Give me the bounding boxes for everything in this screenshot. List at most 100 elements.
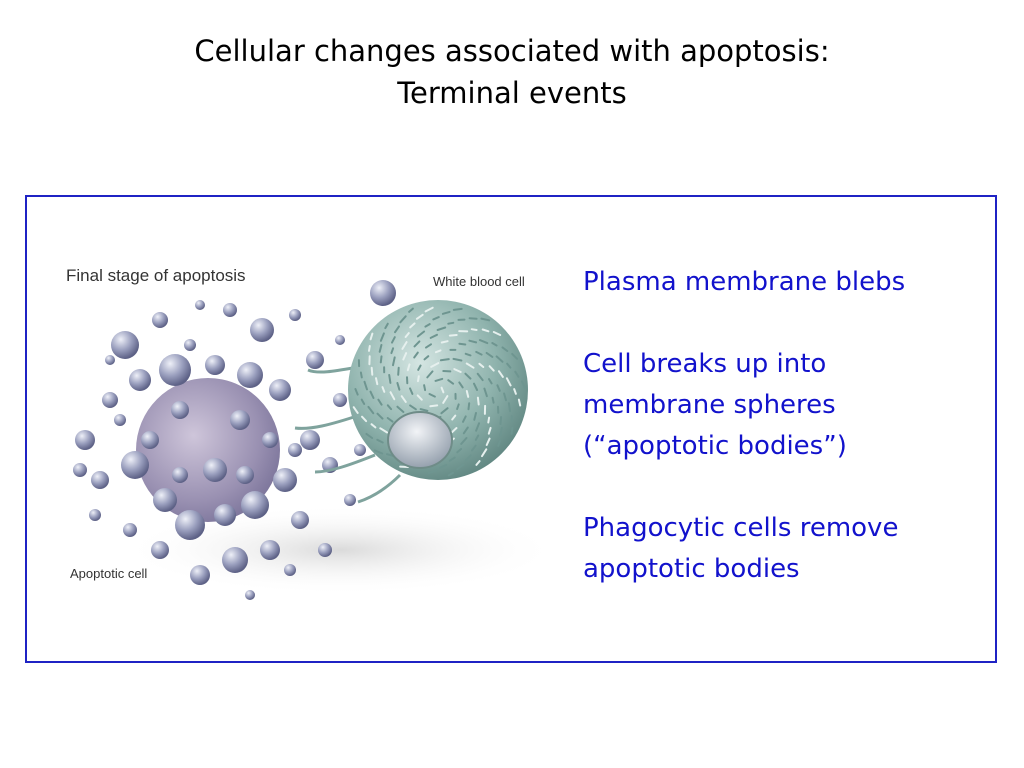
membrane-ruffle: [464, 372, 472, 380]
apoptotic-body: [333, 393, 347, 407]
apoptotic-body: [289, 309, 301, 321]
membrane-ruffle: [377, 398, 383, 406]
membrane-ruffle: [476, 372, 484, 382]
membrane-ruffle: [376, 438, 384, 444]
membrane-ruffle: [400, 395, 407, 403]
membrane-ruffle: [510, 426, 514, 435]
membrane-ruffle: [448, 334, 458, 337]
membrane-ruffle: [521, 380, 526, 389]
apoptotic-cell-label: Apoptotic cell: [70, 566, 148, 581]
apoptotic-body: [105, 355, 115, 365]
membrane-ruffle: [432, 316, 440, 321]
membrane-ruffle: [415, 313, 424, 320]
apoptotic-body: [111, 331, 139, 359]
apoptotic-body: [114, 414, 126, 426]
membrane-ruffle: [485, 437, 491, 446]
membrane-ruffle: [475, 422, 481, 432]
membrane-ruffle: [439, 358, 450, 362]
membrane-ruffle: [423, 384, 427, 392]
apoptotic-body: [223, 303, 237, 317]
apoptotic-body: [172, 467, 188, 483]
membrane-ruffle: [464, 454, 472, 462]
slide-title: Cellular changes associated with apoptos…: [0, 30, 1024, 114]
membrane-ruffle: [451, 427, 458, 434]
membrane-ruffle: [483, 387, 488, 398]
membrane-ruffle: [480, 317, 491, 322]
membrane-ruffle: [436, 326, 447, 331]
membrane-ruffle: [389, 391, 396, 401]
bullet-line: Phagocytic cells remove: [583, 513, 899, 543]
membrane-ruffle: [417, 364, 422, 371]
slide-title-line-2: Terminal events: [397, 76, 627, 110]
membrane-ruffle: [487, 416, 491, 424]
apoptotic-body: [291, 511, 309, 529]
apoptotic-body: [195, 300, 205, 310]
membrane-ruffle: [440, 386, 445, 394]
membrane-ruffle: [473, 382, 479, 391]
membrane-ruffle: [514, 370, 520, 378]
bullet-line: apoptotic bodies: [583, 554, 800, 584]
membrane-ruffle: [451, 414, 457, 421]
membrane-ruffle: [434, 349, 442, 354]
apoptotic-body: [171, 401, 189, 419]
membrane-ruffle: [456, 403, 460, 411]
apoptotic-body: [260, 540, 280, 560]
membrane-ruffle: [378, 344, 383, 353]
apoptotic-body: [269, 379, 291, 401]
membrane-ruffle: [448, 456, 456, 462]
membrane-ruffle: [499, 416, 503, 425]
membrane-ruffle: [413, 351, 419, 359]
membrane-ruffle: [492, 331, 502, 336]
membrane-ruffle: [370, 366, 374, 376]
apoptotic-body: [151, 541, 169, 559]
apoptotic-body: [335, 335, 345, 345]
membrane-ruffle: [467, 402, 471, 411]
apoptotic-body: [237, 362, 263, 388]
membrane-ruffle: [440, 407, 449, 415]
membrane-ruffle: [416, 330, 426, 338]
membrane-ruffle: [394, 325, 400, 334]
membrane-ruffle: [453, 368, 462, 373]
membrane-ruffle: [441, 310, 451, 315]
membrane-ruffle: [481, 448, 488, 458]
apoptotic-body: [245, 590, 255, 600]
membrane-ruffle: [396, 382, 401, 391]
membrane-ruffle: [497, 370, 504, 378]
apoptotic-body: [222, 547, 248, 573]
membrane-ruffle: [402, 352, 408, 361]
apoptosis-illustration-graphic: [73, 280, 560, 600]
membrane-ruffle: [401, 341, 408, 350]
membrane-ruffle: [384, 322, 389, 330]
membrane-ruffle: [430, 362, 440, 368]
membrane-ruffle: [470, 328, 478, 331]
membrane-ruffle: [397, 366, 400, 376]
membrane-ruffle: [392, 356, 396, 367]
membrane-ruffle: [376, 412, 384, 420]
bullet-points: Plasma membrane blebs Cell breaks up int…: [583, 262, 983, 590]
apoptotic-body: [121, 451, 149, 479]
membrane-ruffle: [456, 463, 465, 471]
membrane-ruffle: [354, 388, 359, 396]
membrane-ruffle: [429, 404, 439, 408]
apoptotic-body: [236, 466, 254, 484]
membrane-ruffle: [447, 321, 455, 325]
apoptotic-body: [241, 491, 269, 519]
membrane-ruffle: [440, 340, 449, 344]
membrane-ruffle: [442, 395, 449, 404]
apoptotic-body: [184, 339, 196, 351]
white-blood-cell-label: White blood cell: [433, 274, 525, 289]
membrane-ruffle: [379, 332, 385, 342]
membrane-ruffle: [409, 404, 417, 411]
apoptotic-body: [262, 432, 278, 448]
membrane-ruffle: [475, 460, 481, 466]
membrane-ruffle: [375, 377, 379, 386]
membrane-ruffle: [473, 412, 477, 421]
apoptotic-body: [73, 463, 87, 477]
membrane-ruffle: [468, 317, 478, 320]
membrane-ruffle: [462, 426, 469, 435]
membrane-ruffle: [495, 355, 504, 363]
membrane-ruffle: [487, 426, 492, 435]
membrane-ruffle: [452, 307, 463, 311]
membrane-ruffle: [465, 362, 475, 369]
white-blood-cell-graphic: [294, 280, 528, 504]
